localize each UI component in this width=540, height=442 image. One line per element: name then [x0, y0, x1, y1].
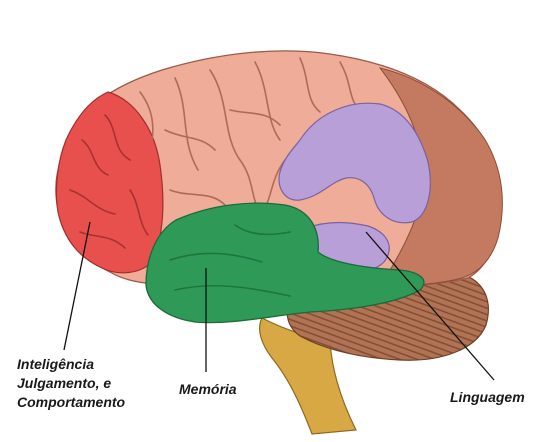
label-language: Linguagem: [450, 389, 525, 405]
label-frontal-functions: Inteligência Julgamento, e Comportamento: [17, 355, 125, 412]
temporal-lobe-region: [145, 202, 425, 324]
label-frontal-line-2: Julgamento, e: [17, 375, 112, 391]
label-memory: Memória: [179, 381, 237, 397]
temporal-folds: [169, 224, 291, 297]
pointer-line-frontal: [63, 221, 91, 351]
label-frontal-line-1: Inteligência: [17, 356, 95, 372]
pointer-line-language: [365, 231, 495, 381]
cortex-folds: [139, 57, 361, 216]
label-frontal-line-3: Comportamento: [17, 394, 126, 410]
frontal-lobe-region: [55, 91, 164, 274]
frontal-folds: [69, 114, 149, 249]
